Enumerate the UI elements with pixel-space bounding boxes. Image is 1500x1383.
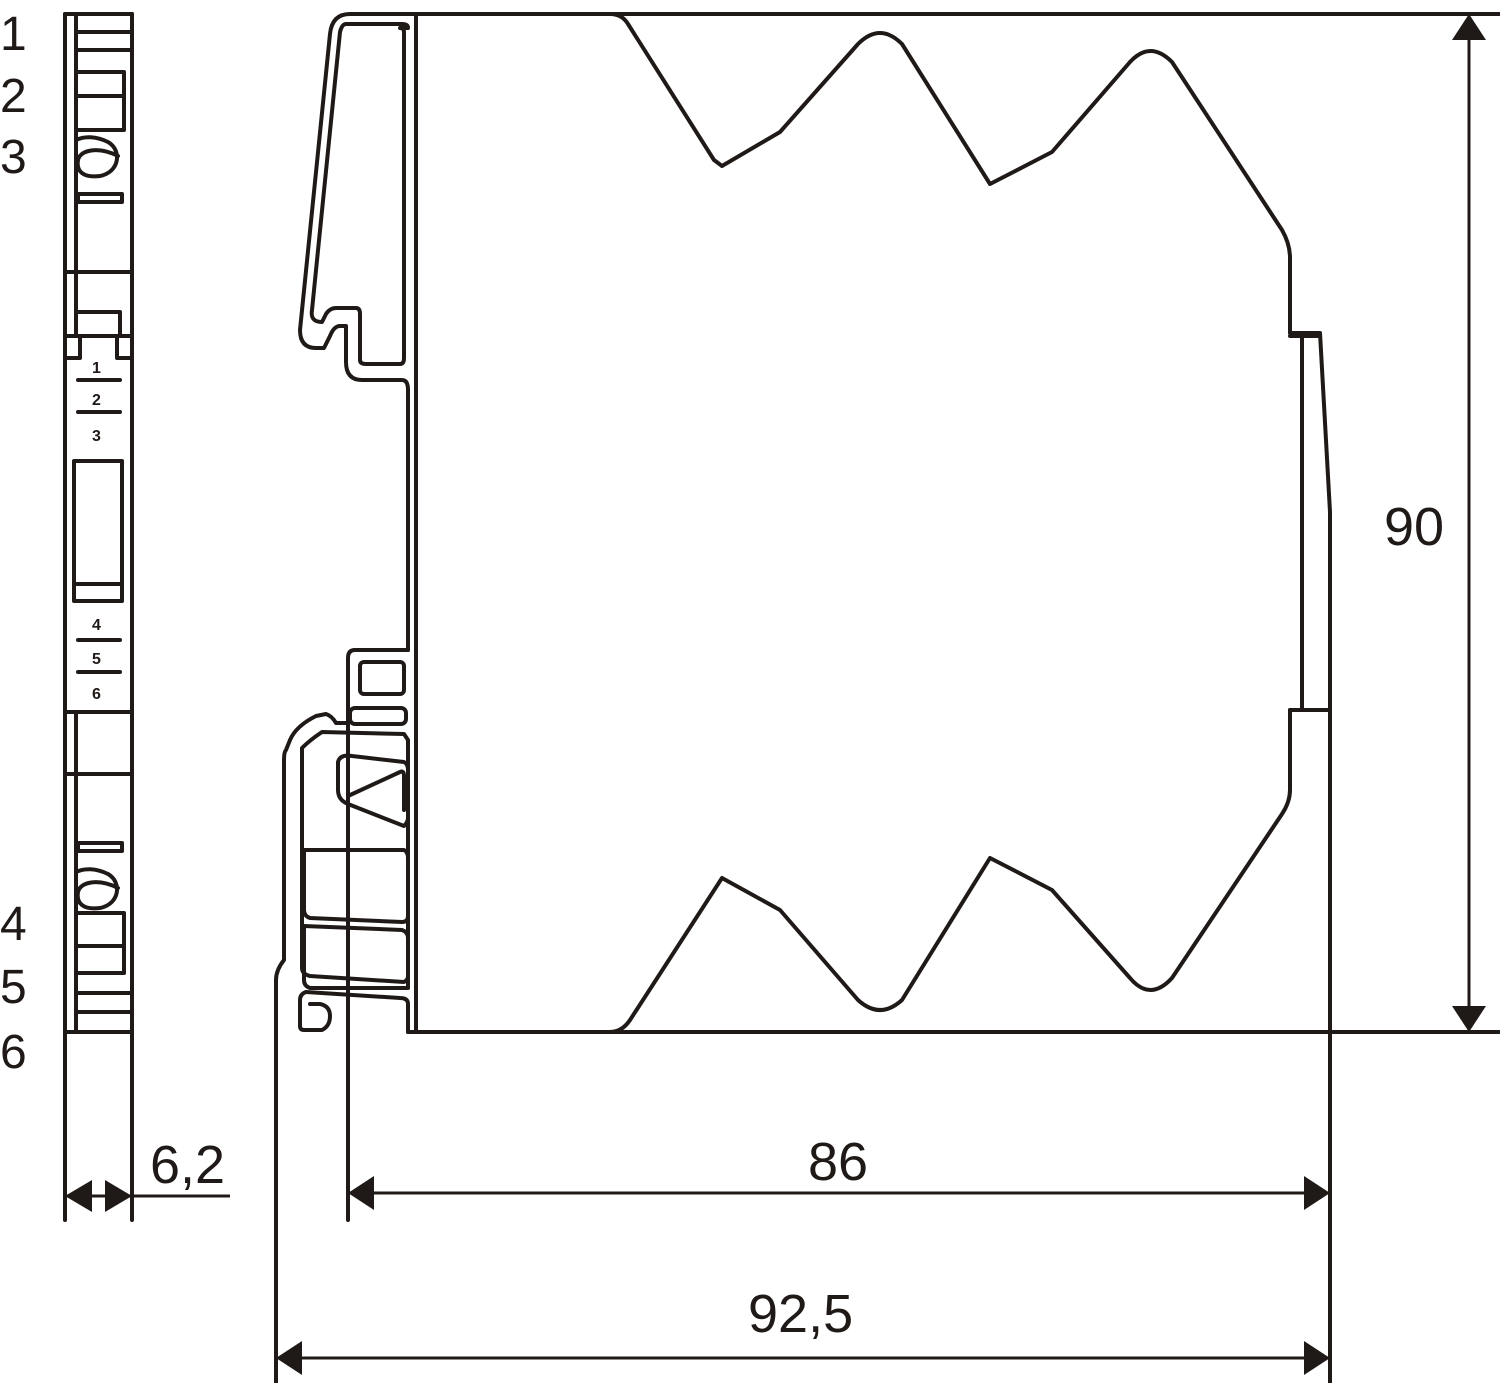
terminal-mark-6: 6 bbox=[92, 686, 101, 703]
pin-label-3: 3 bbox=[0, 131, 27, 184]
pin-labels: 1 2 3 4 5 6 bbox=[0, 8, 27, 1079]
pin-label-1: 1 bbox=[0, 8, 27, 61]
pin-label-5: 5 bbox=[0, 961, 27, 1014]
front-view: 1 2 3 4 5 6 bbox=[63, 12, 134, 1222]
terminal-mark-5: 5 bbox=[92, 651, 101, 668]
dimension-depth-total: 92,5 bbox=[276, 1284, 1330, 1375]
terminal-mark-2: 2 bbox=[92, 392, 101, 409]
pin-label-6: 6 bbox=[0, 1026, 27, 1079]
terminal-mark-3: 3 bbox=[92, 428, 101, 445]
dimension-width: 6,2 bbox=[65, 1135, 230, 1212]
dimension-depth-total-label: 92,5 bbox=[748, 1284, 853, 1344]
terminal-mark-1: 1 bbox=[92, 360, 101, 377]
terminal-mark-4: 4 bbox=[92, 617, 101, 634]
dimension-width-label: 6,2 bbox=[150, 1135, 225, 1195]
pin-label-4: 4 bbox=[0, 898, 27, 951]
side-view bbox=[274, 12, 1500, 1383]
dimension-depth-body: 86 bbox=[348, 1132, 1330, 1210]
dimension-height-label: 90 bbox=[1384, 497, 1444, 557]
pin-label-2: 2 bbox=[0, 70, 27, 123]
dimension-height: 90 bbox=[1384, 14, 1486, 1032]
dimension-depth-body-label: 86 bbox=[808, 1132, 868, 1192]
